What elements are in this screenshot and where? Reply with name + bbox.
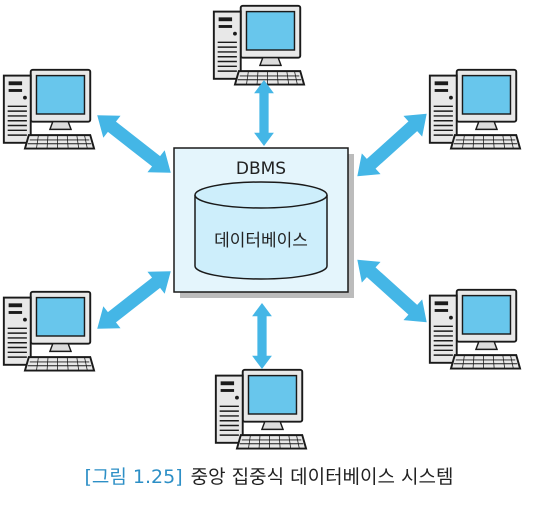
server-title: DBMS: [236, 159, 286, 179]
arrow-bottom-right: [347, 249, 437, 333]
client-top-left-computer-icon: [2, 68, 96, 150]
client-bottom-left-computer-icon: [2, 290, 96, 372]
arrow-top-left: [88, 104, 180, 184]
arrow-bottom-left: [88, 260, 180, 340]
database-label: 데이터베이스: [214, 231, 308, 251]
double-arrow-icon: [88, 104, 180, 184]
client-top-right-computer-icon: [428, 68, 522, 150]
double-arrow-icon: [252, 303, 272, 369]
double-arrow-icon: [254, 80, 274, 146]
arrow-top-right: [347, 103, 437, 187]
figure-caption: [그림 1.25] 중앙 집중식 데이터베이스 시스템: [0, 462, 538, 489]
double-arrow-icon: [347, 103, 437, 187]
centralized-database-diagram: DBMS 데이터베이스: [2, 4, 522, 450]
client-bottom-computer-icon: [214, 368, 308, 450]
figure-number: [그림 1.25]: [84, 466, 183, 488]
database-cylinder-icon: [194, 181, 328, 280]
double-arrow-icon: [88, 260, 180, 340]
dbms-server: DBMS 데이터베이스: [173, 147, 354, 298]
client-top-computer-icon: [212, 4, 306, 86]
arrow-bottom: [252, 303, 272, 369]
double-arrow-icon: [347, 249, 437, 333]
arrow-top: [254, 80, 274, 146]
caption-text: 중앙 집중식 데이터베이스 시스템: [190, 466, 454, 488]
client-bottom-right-computer-icon: [428, 288, 522, 370]
